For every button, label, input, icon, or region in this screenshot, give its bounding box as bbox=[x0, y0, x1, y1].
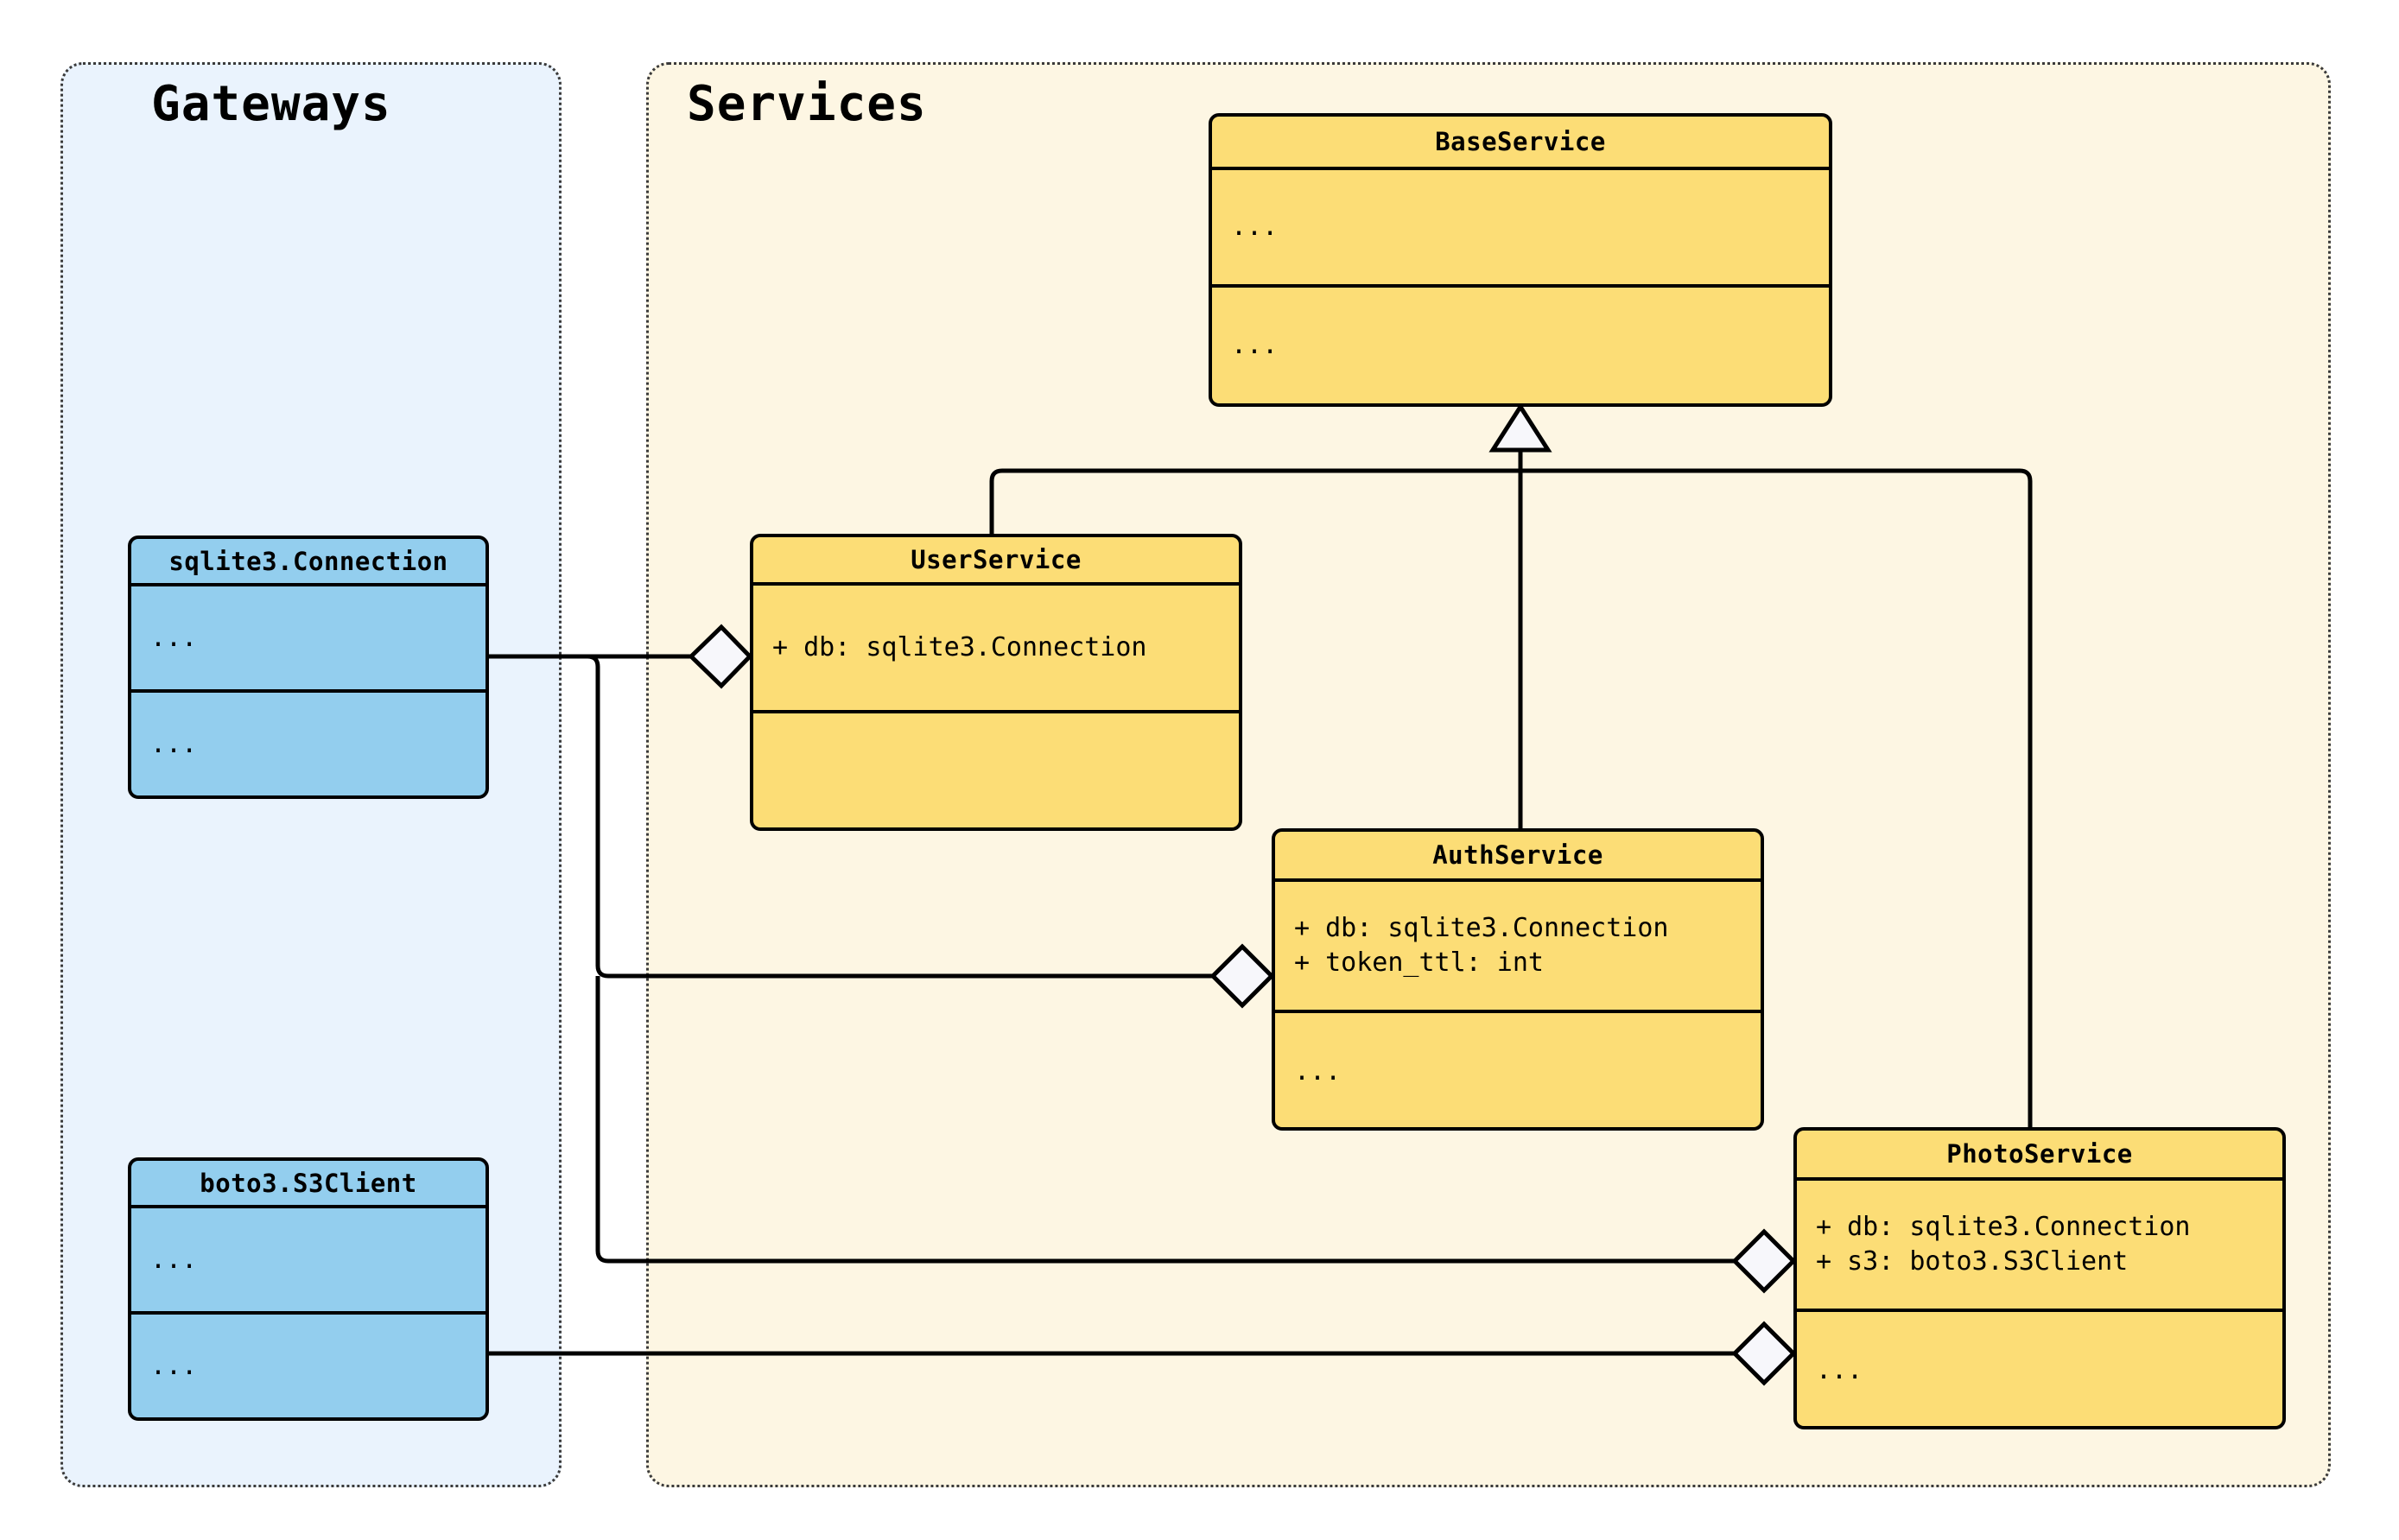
class-box-authservice[interactable]: AuthService + db: sqlite3.Connection + t… bbox=[1272, 828, 1764, 1131]
class-attributes-baseservice: ... bbox=[1212, 170, 1829, 288]
class-title-boto3-s3client: boto3.S3Client bbox=[131, 1161, 486, 1208]
class-title-userservice: UserService bbox=[753, 537, 1239, 586]
class-name-text: PhotoService bbox=[1946, 1139, 2133, 1169]
method-text: ... bbox=[150, 728, 198, 759]
class-box-userservice[interactable]: UserService + db: sqlite3.Connection bbox=[750, 534, 1242, 831]
method-text: ... bbox=[150, 1350, 198, 1381]
class-name-text: BaseService bbox=[1435, 127, 1606, 156]
class-name-text: UserService bbox=[911, 545, 1082, 574]
class-box-photoservice[interactable]: PhotoService + db: sqlite3.Connection + … bbox=[1793, 1127, 2286, 1429]
class-title-sqlite3-connection: sqlite3.Connection bbox=[131, 539, 486, 586]
class-title-authservice: AuthService bbox=[1275, 832, 1761, 882]
class-title-photoservice: PhotoService bbox=[1797, 1131, 2282, 1181]
attribute-text: ... bbox=[150, 622, 198, 653]
class-attributes-sqlite3-connection: ... bbox=[131, 586, 486, 693]
attribute-text: + db: sqlite3.Connection bbox=[772, 632, 1147, 663]
package-services-title: Services bbox=[687, 76, 927, 132]
class-name-text: sqlite3.Connection bbox=[168, 546, 448, 576]
class-attributes-boto3-s3client: ... bbox=[131, 1208, 486, 1315]
class-box-sqlite3-connection[interactable]: sqlite3.Connection ... ... bbox=[128, 536, 489, 799]
attribute-text: ... bbox=[1231, 212, 1279, 243]
class-methods-photoservice: ... bbox=[1797, 1312, 2282, 1426]
class-methods-authservice: ... bbox=[1275, 1013, 1761, 1127]
class-name-text: boto3.S3Client bbox=[200, 1168, 417, 1198]
class-attributes-photoservice: + db: sqlite3.Connection + s3: boto3.S3C… bbox=[1797, 1181, 2282, 1312]
class-attributes-userservice: + db: sqlite3.Connection bbox=[753, 586, 1239, 713]
attribute-text: + db: sqlite3.Connection + token_ttl: in… bbox=[1294, 913, 1669, 978]
class-methods-boto3-s3client: ... bbox=[131, 1315, 486, 1417]
class-name-text: AuthService bbox=[1432, 840, 1603, 870]
class-box-baseservice[interactable]: BaseService ... ... bbox=[1209, 113, 1832, 407]
method-text: ... bbox=[1294, 1056, 1342, 1087]
class-attributes-authservice: + db: sqlite3.Connection + token_ttl: in… bbox=[1275, 882, 1761, 1013]
class-title-baseservice: BaseService bbox=[1212, 117, 1829, 170]
class-methods-userservice bbox=[753, 713, 1239, 827]
package-gateways-title: Gateways bbox=[151, 76, 391, 132]
attribute-text: + db: sqlite3.Connection + s3: boto3.S3C… bbox=[1816, 1212, 2191, 1277]
method-text: ... bbox=[1816, 1355, 1863, 1386]
method-text: ... bbox=[1231, 330, 1279, 361]
class-methods-sqlite3-connection: ... bbox=[131, 693, 486, 795]
class-methods-baseservice: ... bbox=[1212, 288, 1829, 403]
class-box-boto3-s3client[interactable]: boto3.S3Client ... ... bbox=[128, 1157, 489, 1421]
attribute-text: ... bbox=[150, 1244, 198, 1275]
